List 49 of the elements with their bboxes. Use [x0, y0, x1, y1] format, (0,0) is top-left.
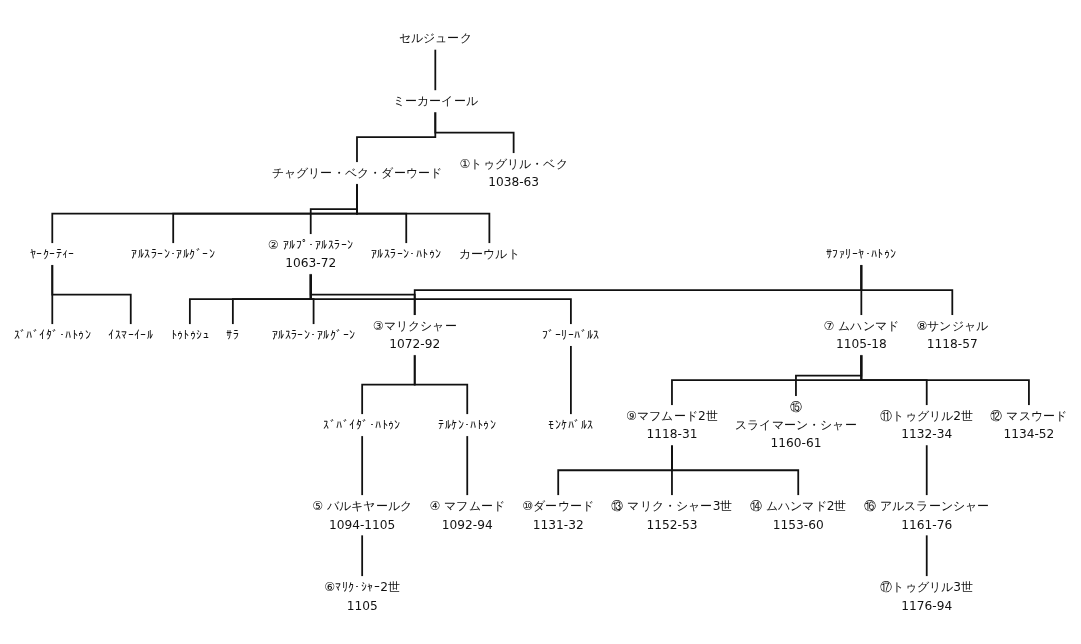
- node-text: ｽﾞﾊﾞｲﾀﾞ･ﾊﾄｩﾝ: [323, 417, 401, 432]
- node-text: ⑤ バルキヤールク 1094-1105: [312, 498, 413, 532]
- node-text: ⑥ﾏﾘｸ･ｼｬｰ2世 1105: [324, 579, 401, 613]
- connector: [925, 534, 928, 578]
- node-text: ﾌﾞｰﾘｰﾊﾞﾙｽ: [541, 327, 600, 342]
- node-text: ﾄｩﾄｩｼｭ: [170, 327, 210, 342]
- node-text: ①トゥグリル・ベク 1038-63: [459, 156, 568, 189]
- node-text: ⑬ マリク・シャー3世 1152-53: [611, 498, 733, 532]
- node-text: ② ｱﾙﾌﾟ･ｱﾙｽﾗｰﾝ 1063-72: [267, 237, 354, 270]
- node-text: ⑫ マスウード 1134-52: [990, 408, 1068, 441]
- connector: [860, 353, 1030, 407]
- node-text: ④ マフムード 1092-94: [429, 498, 506, 532]
- node-text: ⑭ ムハンマド2世 1153-60: [749, 498, 847, 532]
- node-text: ⑩ダーウード 1131-32: [522, 498, 595, 532]
- node-text: ⑪トゥグリル2世 1132-34: [880, 408, 974, 441]
- node-text: ⑧サンジャル 1118-57: [916, 318, 989, 351]
- node-text: ミーカーイール: [392, 93, 478, 108]
- connector: [309, 272, 572, 326]
- connector: [51, 263, 132, 326]
- node-text: ⑮ スライマーン・シャー 1160-61: [735, 399, 857, 451]
- node-text: ｱﾙｽﾗｰﾝ･ｱﾙｸﾞｰﾝ: [271, 327, 356, 342]
- node-text: ｱﾙｽﾗｰﾝ･ｱﾙｸﾞｰﾝ: [131, 246, 216, 261]
- connector: [434, 111, 515, 155]
- node-text: チャグリー・ベク・ダーウード: [271, 165, 443, 180]
- connector: [466, 434, 469, 497]
- node-text: ｻﾌｧﾘｰﾔ･ﾊﾄｩﾝ: [825, 246, 897, 261]
- node-text: ｲｽﾏｰｲｰﾙ: [108, 327, 154, 342]
- node-text: ｽﾞﾊﾞｲﾀﾞ･ﾊﾄｩﾝ: [13, 327, 91, 342]
- node-text: ⑰トゥグリル3世 1176-94: [880, 579, 974, 613]
- node-text: ｱﾙｽﾗｰﾝ･ﾊﾄｩﾝ: [370, 246, 442, 261]
- node-text: ｻﾗ: [226, 327, 240, 342]
- connector: [925, 444, 928, 497]
- node-text: カーウルト: [458, 246, 520, 261]
- connector: [671, 444, 800, 497]
- node-text: セルジューク: [398, 30, 472, 46]
- connector: [361, 534, 364, 578]
- connector: [413, 353, 469, 416]
- node-text: ﾓﾝｹﾊﾞﾙｽ: [548, 417, 594, 432]
- connector: [860, 263, 954, 317]
- connector: [361, 434, 364, 497]
- connector: [570, 344, 572, 416]
- node-text: ③マリクシャー 1072-92: [372, 318, 457, 351]
- node-text: ⑯ アルスラーンシャー 1161-76: [863, 498, 990, 532]
- node-text: ⑦ ムハンマド 1105-18: [823, 318, 900, 351]
- connector: [356, 182, 491, 245]
- node-text: ﾃﾙｹﾝ･ﾊﾄｩﾝ: [438, 417, 497, 432]
- connector: [434, 48, 437, 92]
- node-text: ﾔｰｸｰﾃｨｰ: [29, 246, 75, 261]
- node-text: ⑨マフムード2世 1118-31: [626, 408, 718, 441]
